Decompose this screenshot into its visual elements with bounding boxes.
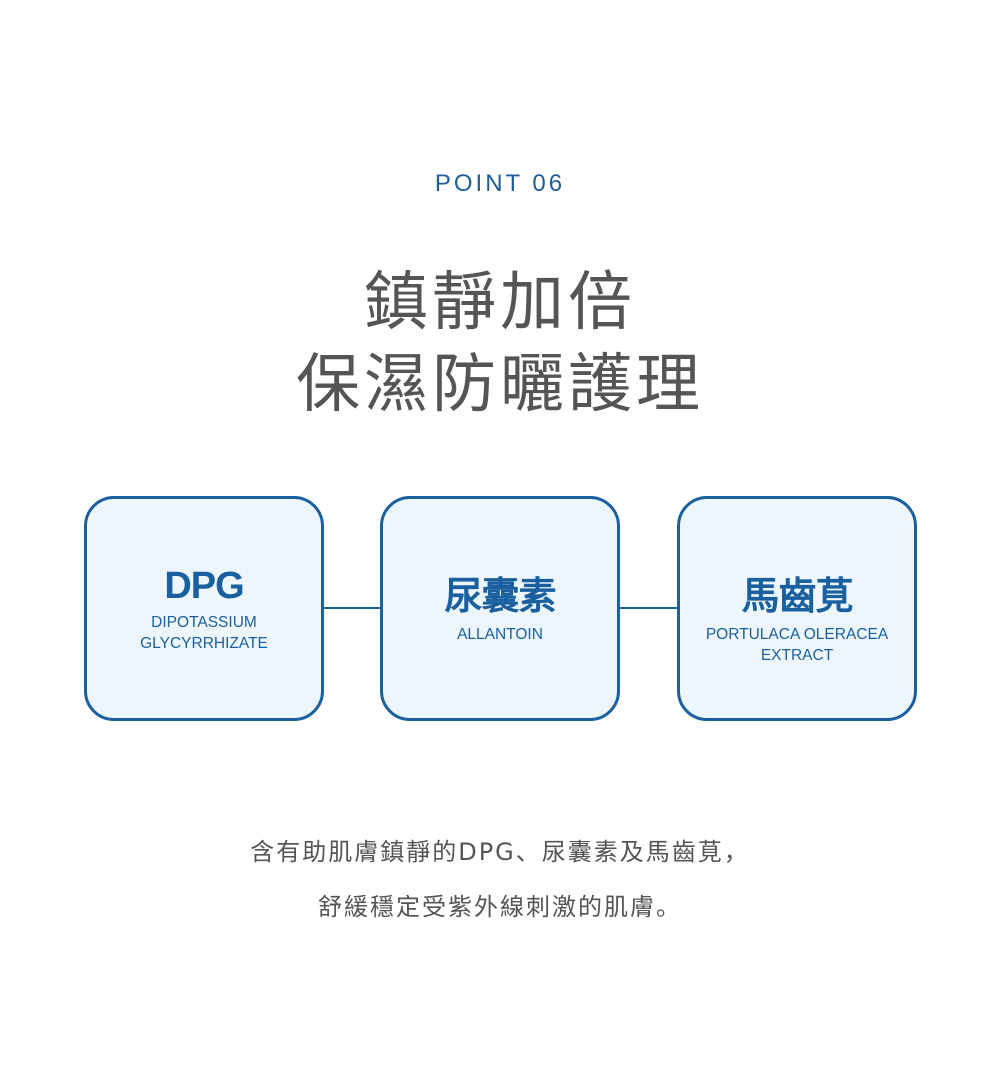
ingredient-sub: ALLANTOIN [383, 624, 617, 645]
description-line-2: 舒緩穩定受紫外線刺激的肌膚。 [318, 893, 682, 921]
ingredient-sub: DIPOTASSIUM GLYCYRRHIZATE [87, 612, 321, 654]
ingredient-card-allantoin: 尿囊素 ALLANTOIN [380, 496, 620, 721]
ingredient-sub-line: EXTRACT [760, 647, 834, 664]
title-line-1: 鎮靜加倍 [364, 266, 636, 340]
ingredient-sub-line: GLYCYRRHIZATE [140, 635, 268, 652]
connector-line [324, 607, 380, 609]
ingredient-name: 馬齒莧 [741, 576, 853, 618]
ingredient-sub-line: ALLANTOIN [457, 626, 543, 643]
description-line-1: 含有助肌膚鎮靜的DPG、尿囊素及馬齒莧， [250, 838, 750, 866]
ingredient-sub: PORTULACA OLERACEA EXTRACT [680, 624, 914, 666]
ingredient-sub-line: PORTULACA OLERACEA [705, 626, 889, 643]
ingredient-sub-line: DIPOTASSIUM [151, 614, 257, 631]
page-title: 鎮靜加倍 保濕防曬護理 [0, 262, 1000, 426]
ingredient-name: 尿囊素 [444, 576, 556, 618]
point-label: POINT 06 [434, 170, 566, 197]
ingredient-card-dpg: DPG DIPOTASSIUM GLYCYRRHIZATE [84, 496, 324, 721]
title-line-2: 保濕防曬護理 [296, 348, 704, 422]
ingredient-name: DPG [164, 565, 244, 607]
connector-line [620, 607, 677, 609]
ingredient-card-portulaca: 馬齒莧 PORTULACA OLERACEA EXTRACT [677, 496, 917, 721]
